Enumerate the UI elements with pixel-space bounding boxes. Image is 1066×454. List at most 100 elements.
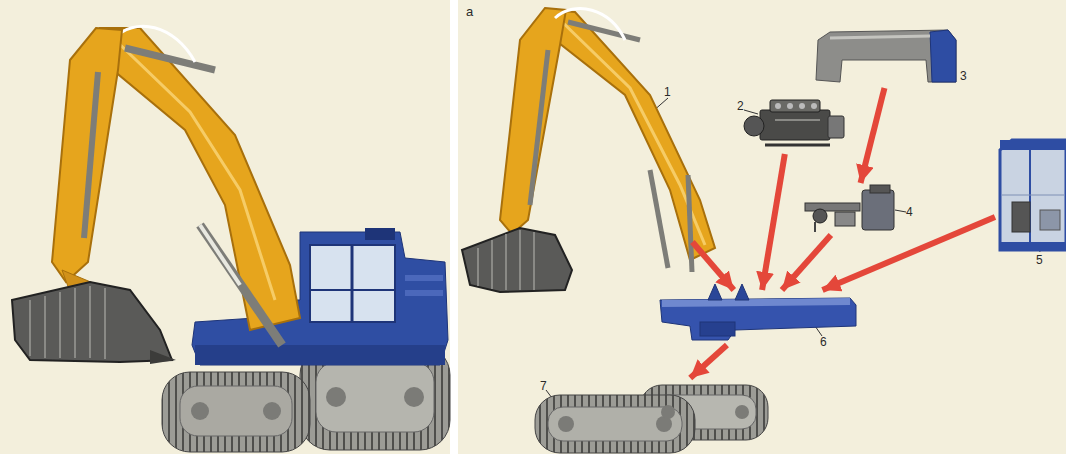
part-shape xyxy=(735,405,749,419)
part-illustration xyxy=(995,138,1066,266)
assembly-arrow xyxy=(690,345,727,378)
excavator-bucket xyxy=(74,288,76,358)
assembly-arrow xyxy=(823,217,996,290)
part-shape xyxy=(555,9,625,40)
part-shape xyxy=(1012,202,1030,232)
excavator-upper-body xyxy=(405,275,443,281)
excavator-upper-body xyxy=(405,290,443,296)
part-shape xyxy=(811,103,817,109)
callout-number: 2 xyxy=(737,100,744,112)
machine-part: 1 xyxy=(458,2,720,242)
excavator-boom xyxy=(200,225,282,345)
exploded-view-leaders xyxy=(744,110,758,114)
machine-part: 2 xyxy=(735,92,845,154)
part-shape xyxy=(708,284,722,300)
machine-part: 5 xyxy=(995,138,1066,266)
excavator-tracks xyxy=(326,387,346,407)
part-shape xyxy=(813,209,827,223)
part-shape xyxy=(662,298,850,307)
part-illustration xyxy=(812,28,972,88)
part-shape xyxy=(568,22,640,40)
excavator-tracks xyxy=(404,387,424,407)
part-shape xyxy=(500,8,566,234)
excavator-upper-body xyxy=(195,345,445,365)
part-shape xyxy=(765,144,830,147)
part-shape xyxy=(505,234,507,290)
part-drawing xyxy=(660,284,856,340)
panel-letter: a xyxy=(466,4,473,19)
excavator-tracks xyxy=(316,362,434,432)
part-shape xyxy=(688,175,692,272)
callout-number: 7 xyxy=(540,380,547,392)
part-shape xyxy=(735,284,749,300)
part-shape xyxy=(862,190,894,230)
excavator-upper-body xyxy=(310,245,395,322)
excavator-tracks xyxy=(191,402,209,420)
callout-number: 5 xyxy=(1036,254,1043,266)
part-shape xyxy=(661,405,675,419)
part-shape xyxy=(744,116,764,136)
callout-number: 4 xyxy=(906,206,913,218)
callout-number: 6 xyxy=(820,336,827,348)
excavator-upper-body xyxy=(351,245,354,322)
excavator-upper-body xyxy=(310,289,395,291)
part-illustration xyxy=(735,92,845,154)
assembly-arrow xyxy=(782,235,831,290)
part-shape xyxy=(533,232,535,290)
excavator-tracks xyxy=(162,345,450,452)
excavator-boom xyxy=(200,225,240,285)
part-shape xyxy=(1000,140,1066,150)
exploded-view-leaders xyxy=(546,70,1040,398)
part-drawing xyxy=(816,30,956,82)
part-shape xyxy=(775,103,781,109)
machine-part: 6 xyxy=(655,290,860,345)
excavator-bucket xyxy=(59,292,61,358)
excavator-bucket xyxy=(104,288,106,359)
part-shape xyxy=(530,50,548,205)
part-shape xyxy=(787,103,793,109)
callout-number: 1 xyxy=(664,86,671,98)
part-shape xyxy=(491,240,493,289)
part-drawing xyxy=(535,385,768,453)
part-shape xyxy=(816,30,956,82)
part-shape xyxy=(870,185,890,193)
part-shape xyxy=(799,103,805,109)
part-shape xyxy=(814,222,816,232)
part-shape xyxy=(1000,140,1066,250)
panel-gap xyxy=(450,0,458,454)
excavator-upper-body xyxy=(192,232,448,365)
part-shape xyxy=(805,203,860,211)
part-shape xyxy=(760,110,830,140)
excavator-bucket xyxy=(12,282,176,364)
excavator-bucket xyxy=(150,350,176,364)
part-shape xyxy=(660,298,856,340)
excavator-boom xyxy=(95,28,300,330)
part-shape xyxy=(650,170,668,268)
part-illustration xyxy=(795,183,913,235)
callout-number: 3 xyxy=(960,70,967,82)
excavator-bucket xyxy=(44,296,46,358)
part-drawing xyxy=(805,185,894,232)
part-shape xyxy=(835,212,855,226)
machine-part: 3 xyxy=(812,28,972,88)
assembly-arrow xyxy=(861,88,885,183)
part-shape xyxy=(535,395,695,453)
excavator-bucket xyxy=(89,286,91,358)
part-drawing xyxy=(462,8,715,292)
part-illustration xyxy=(655,290,860,345)
part-shape xyxy=(462,228,572,292)
machine-part: 4 xyxy=(795,183,913,235)
excavator-bucket xyxy=(29,300,31,356)
part-shape xyxy=(519,230,521,290)
excavator-bucket xyxy=(12,282,172,362)
excavator-boom xyxy=(112,26,195,62)
excavator-tracks xyxy=(180,386,292,436)
part-shape xyxy=(1002,195,1064,196)
part-shape xyxy=(558,416,574,432)
excavator-tracks xyxy=(263,402,281,420)
part-drawing xyxy=(744,100,844,145)
